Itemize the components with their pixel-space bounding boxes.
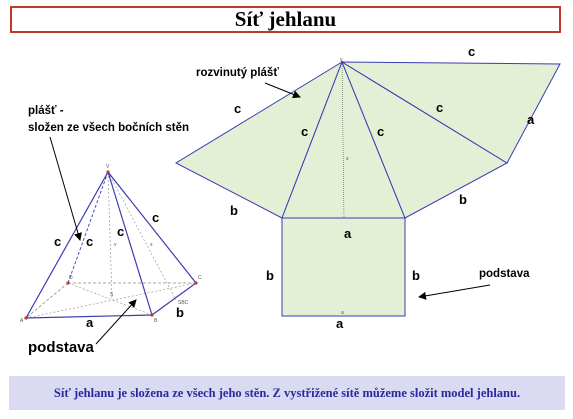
footer-text: Síť jehlanu je složena ze všech jeho stě… (53, 385, 521, 400)
net-label-c-left-inner: c (301, 124, 308, 139)
net-face-top (340, 61, 561, 164)
pyramid-label-v: v (114, 242, 117, 248)
annotation-plast-line2: složen ze všech bočních stěn (28, 122, 189, 134)
net-label-c-left-outer: c (234, 101, 241, 116)
net-label-v-tiny: v (340, 57, 343, 63)
net-label-b-left: b (230, 203, 238, 218)
net-label-a-bottom: a (336, 316, 344, 331)
pyramid-label-sbc: SBC (178, 300, 189, 306)
annotation-rozvinuty-plast: rozvinutý plášť (196, 67, 279, 79)
pyramid-label-a: a (86, 315, 94, 330)
page-title: Síť jehlanu (234, 7, 337, 31)
pyramid-label-b: b (176, 305, 184, 320)
pyramid-label-S: S (110, 292, 114, 298)
title-box: Síť jehlanu (10, 6, 561, 33)
net-label-s-tiny: s (346, 156, 349, 162)
pyramid-3d (24, 170, 198, 320)
pyramid-label-C: C (198, 275, 202, 281)
arrow-plast (49, 136, 82, 241)
net-base (281, 217, 406, 317)
net-label-a-tiny: a (341, 310, 344, 316)
pyramid-label-A: A (20, 318, 24, 324)
arrow-rozvinuty (264, 82, 301, 99)
net-label-a-right: a (527, 112, 535, 127)
pyramid-label-c3: c (117, 224, 124, 239)
pyramid-label-s: s (150, 242, 153, 248)
net-label-c-right-outer: c (436, 100, 443, 115)
pyramid-label-D: D (69, 275, 73, 281)
arrow-podstava-right (418, 284, 491, 300)
pyramid-label-c1: c (54, 234, 61, 249)
pyramid-label-B: B (154, 318, 158, 324)
pyramid-label-c2: c (86, 234, 93, 249)
net-label-b-base-left: b (266, 268, 274, 283)
annotation-plast-line1: plášť - (28, 105, 64, 117)
pyramid-label-c4: c (152, 210, 159, 225)
net-label-b-right: b (459, 192, 467, 207)
arrow-podstava-left (95, 299, 137, 345)
net-label-c-top: c (468, 44, 475, 59)
annotation-podstava-right: podstava (479, 268, 530, 280)
footer-caption: Síť jehlanu je složena ze všech jeho stě… (9, 376, 565, 410)
net-label-a-center: a (344, 226, 352, 241)
net-label-c-right-inner: c (377, 124, 384, 139)
annotation-podstava-left: podstava (28, 339, 95, 356)
net-label-b-base-right: b (412, 268, 420, 283)
pyramid-net (174, 60, 561, 317)
pyramid-label-apex: V (106, 164, 110, 170)
